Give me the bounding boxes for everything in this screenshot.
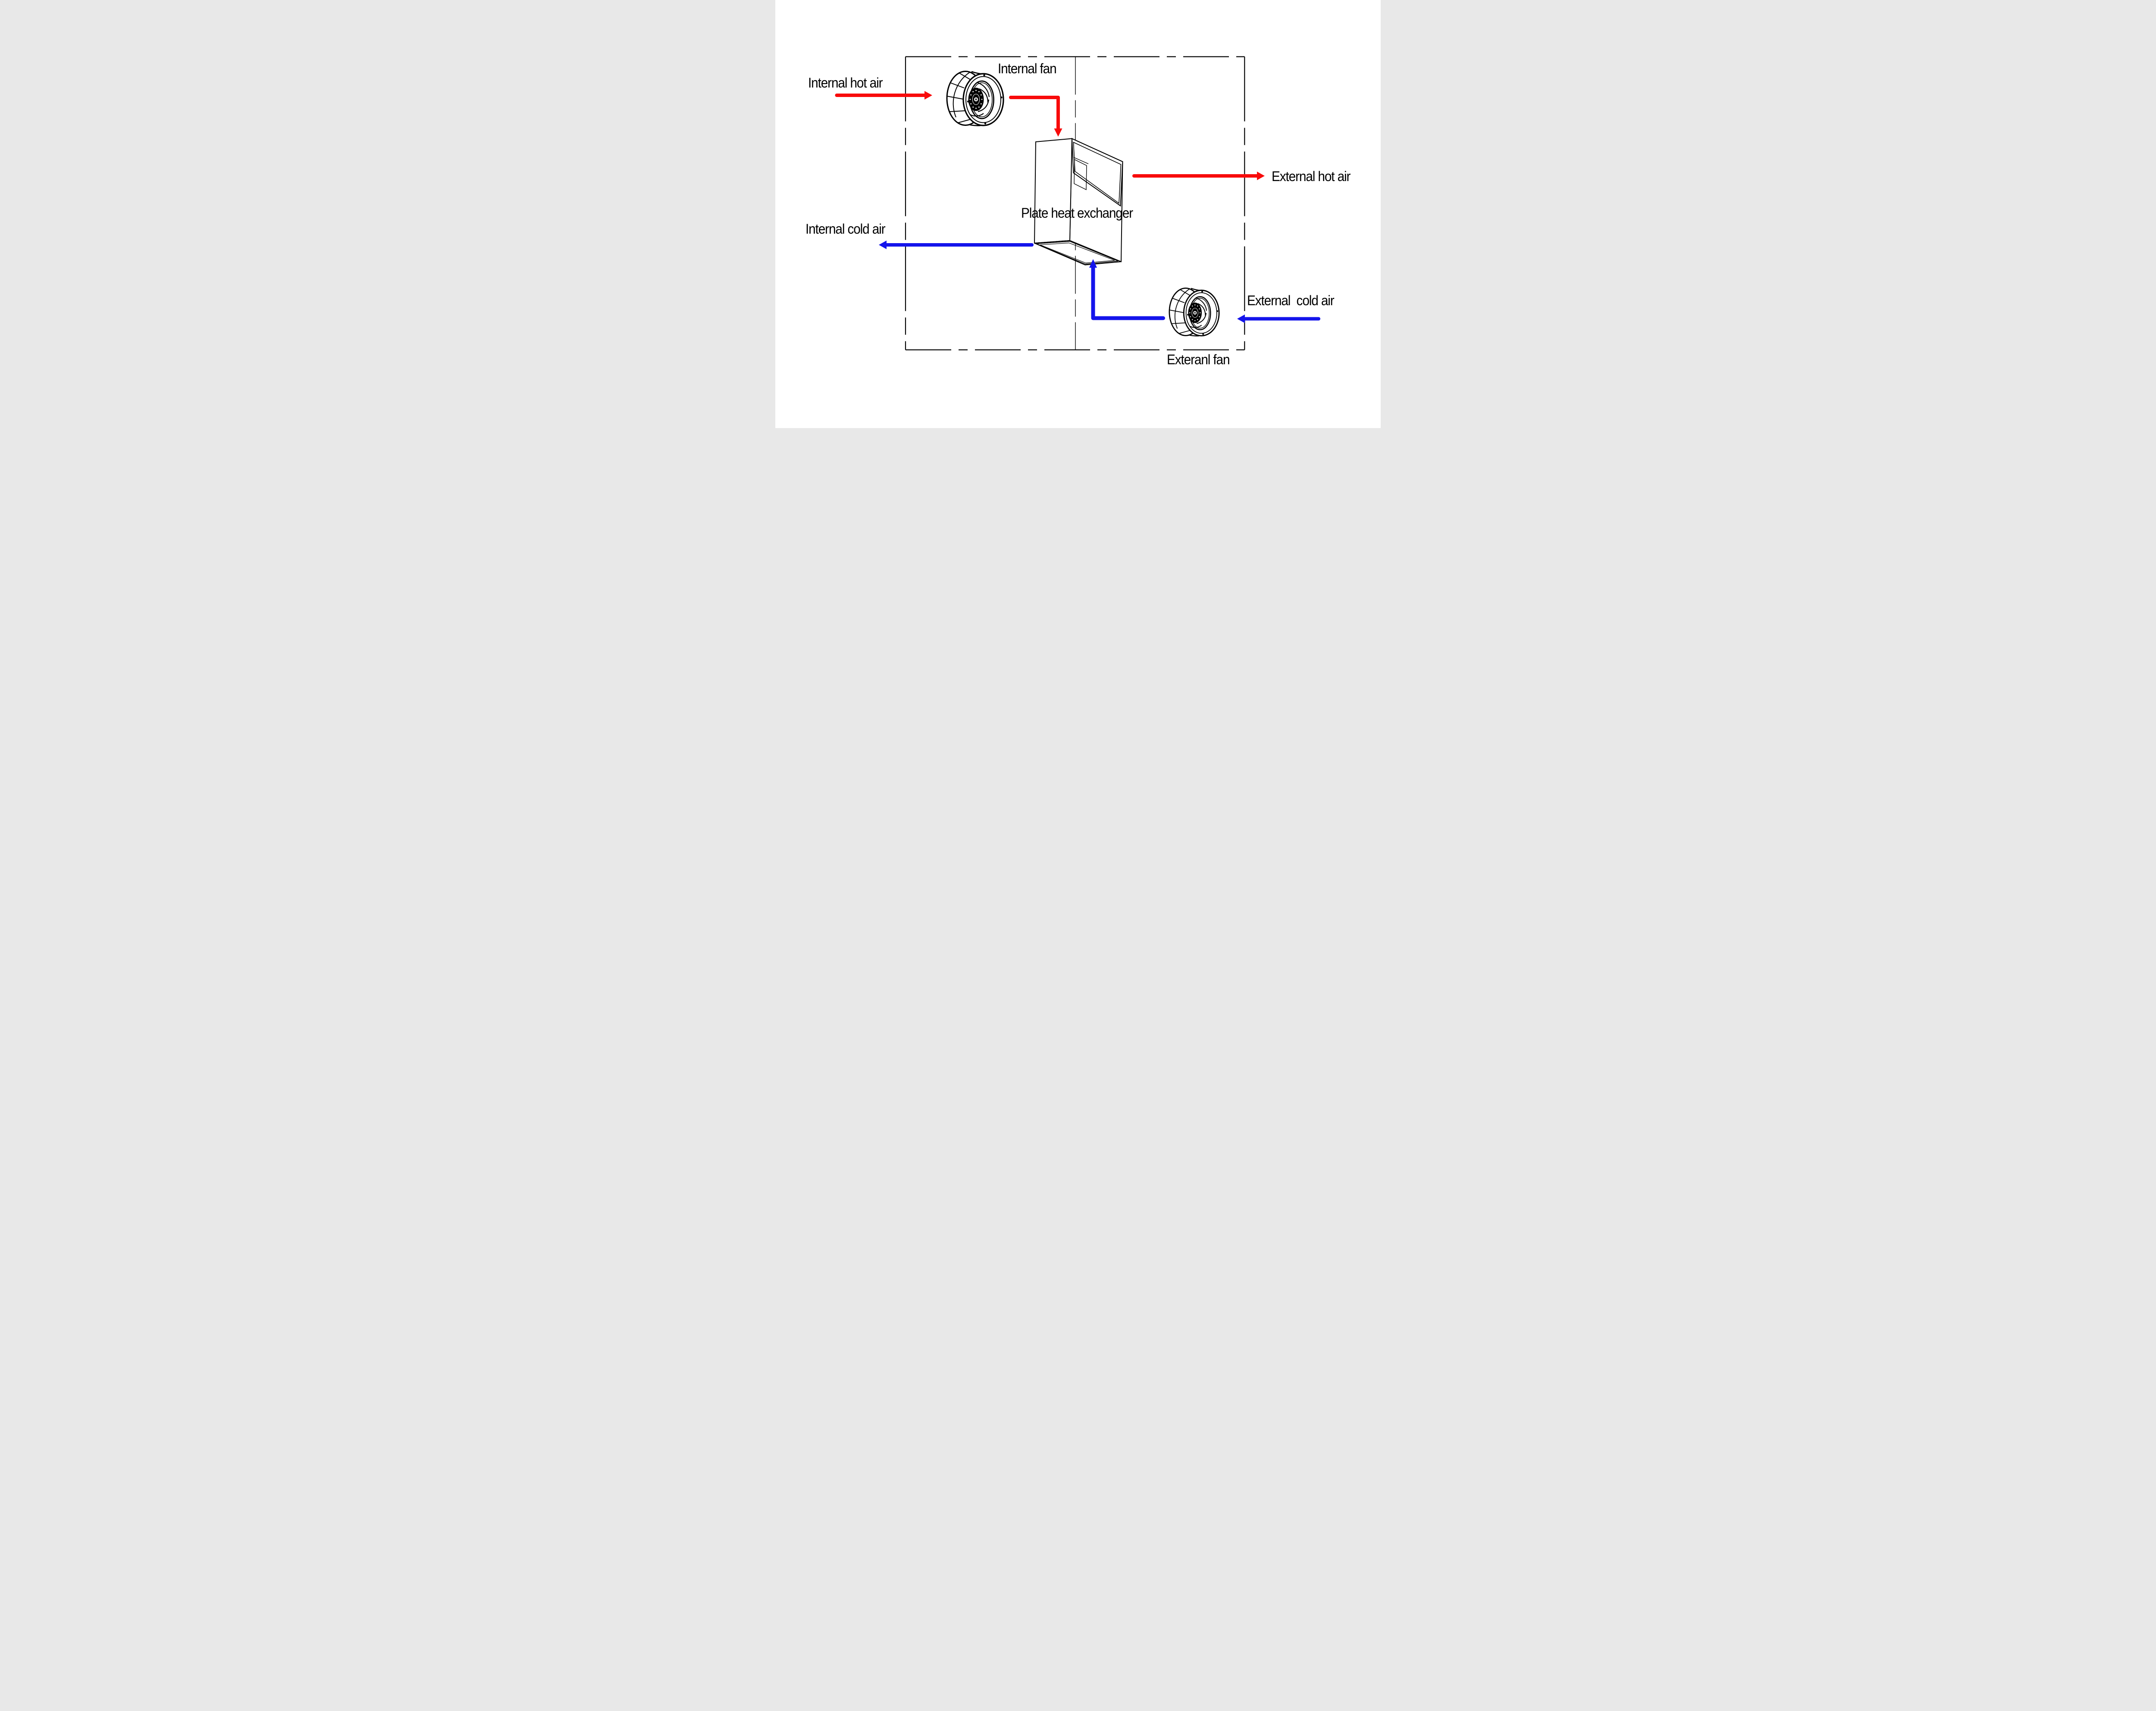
internal-fan-label: Internal fan bbox=[998, 61, 1057, 76]
external-hot-air-arrow bbox=[1132, 172, 1265, 180]
internal-fan-illustration bbox=[946, 70, 1004, 126]
exchanger-duct-panel bbox=[1074, 159, 1087, 191]
exchanger-bottom-opening-inner bbox=[1040, 242, 1115, 263]
external-fan-label: Exteranl fan bbox=[1167, 352, 1230, 367]
enclosure-border bbox=[905, 56, 1245, 350]
exchanger-bottom-opening-outer bbox=[1034, 240, 1122, 266]
external-cold-air-label: External cold air bbox=[1247, 293, 1335, 308]
fan-to-exchanger-arrow bbox=[1009, 96, 1062, 137]
plate-heat-exchanger-label: Plate heat exchanger bbox=[1021, 205, 1133, 221]
exchanger-inlet-arrow-head bbox=[1089, 259, 1097, 268]
fan-to-exchanger-arrow-head bbox=[1054, 128, 1062, 137]
external-hot-air-label: External hot air bbox=[1272, 169, 1351, 184]
exchanger-top-opening-outer bbox=[1071, 138, 1123, 207]
internal-cold-air-arrow bbox=[879, 241, 1034, 249]
external-fan-illustration bbox=[1169, 288, 1220, 337]
fan-to-exchanger-arrow-shaft bbox=[1009, 96, 1060, 130]
external-cold-air-arrow-head bbox=[1237, 314, 1245, 323]
diagram-svg bbox=[835, 56, 1320, 350]
exchanger-inlet-arrow-shaft bbox=[1091, 266, 1165, 320]
exchanger-duct-edge bbox=[1073, 157, 1089, 164]
external-cold-air-arrow bbox=[1237, 314, 1320, 323]
internal-cold-air-arrow-head bbox=[879, 241, 887, 249]
exchanger-front-face bbox=[1034, 138, 1073, 244]
plate-heat-exchanger-drawing bbox=[1034, 138, 1123, 266]
exchanger-bottom-opening-mid bbox=[1036, 241, 1119, 265]
internal-hot-air-arrow-head bbox=[924, 91, 932, 100]
internal-cold-air-label: Internal cold air bbox=[805, 221, 886, 237]
internal-hot-air-label: Internal hot air bbox=[808, 75, 883, 91]
exchanger-inlet-arrow bbox=[1089, 259, 1165, 320]
external-hot-air-arrow-head bbox=[1257, 172, 1265, 180]
diagram-canvas: Internal hot air Internal fan Plate heat… bbox=[775, 0, 1381, 428]
internal-hot-air-arrow bbox=[835, 91, 932, 100]
